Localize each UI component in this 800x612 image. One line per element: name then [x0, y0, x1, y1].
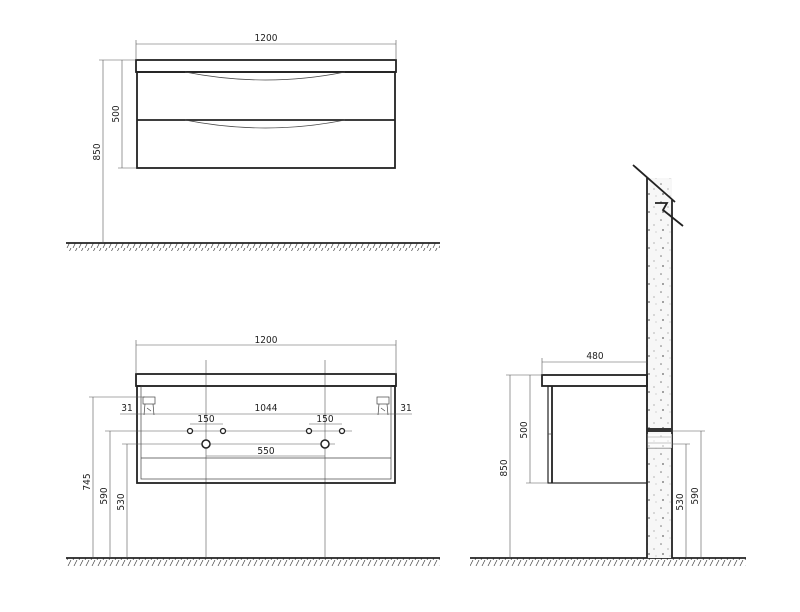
supply-height-dimension: 590	[690, 487, 701, 504]
edge-right-dimension: 31	[400, 403, 411, 414]
wall-break-line	[632, 164, 684, 227]
drain-height-dimension: 530	[675, 493, 686, 510]
bracket-span-dimension: 1044	[255, 403, 278, 414]
wall-bracket-left	[142, 396, 156, 416]
drain-span-dimension: 550	[257, 446, 274, 457]
total-height-dimension: 850	[499, 459, 510, 476]
drain-holes	[201, 439, 330, 449]
countertop	[135, 59, 397, 73]
edge-left-dimension: 31	[121, 403, 132, 414]
cabinet-body	[136, 385, 396, 484]
wall-bracket-right	[376, 396, 390, 416]
cabinet-body	[547, 385, 648, 484]
ground-hatch	[66, 558, 440, 566]
installation-front-view: 1200 31 1044 31 150 150 550 745 590 530	[66, 335, 440, 566]
total-height-dimension: 850	[92, 143, 103, 160]
body-height-dimension: 500	[111, 105, 122, 122]
width-dimension: 1200	[255, 335, 278, 346]
side-section-view: 480 850 500 530 590	[470, 164, 746, 566]
bracket-height-dimension: 745	[82, 473, 93, 490]
ground-hatch	[66, 243, 440, 251]
wall-section	[647, 178, 672, 558]
drain-height-dimension: 530	[116, 493, 127, 510]
wall-pipes	[647, 428, 672, 449]
width-dimension: 1200	[255, 33, 278, 44]
countertop	[541, 374, 648, 387]
drawer-handle-top	[184, 71, 346, 81]
ground-hatch	[470, 558, 746, 566]
supply-height-dimension: 590	[99, 487, 110, 504]
depth-dimension: 480	[586, 351, 603, 362]
front-elevation-view: 1200 500 850	[66, 33, 440, 251]
tap-right-dimension: 150	[316, 414, 333, 425]
supply-holes	[186, 427, 346, 435]
tap-left-dimension: 150	[197, 414, 214, 425]
drawer-handle-bottom	[184, 119, 346, 129]
countertop	[135, 373, 397, 387]
body-height-dimension: 500	[519, 421, 530, 438]
